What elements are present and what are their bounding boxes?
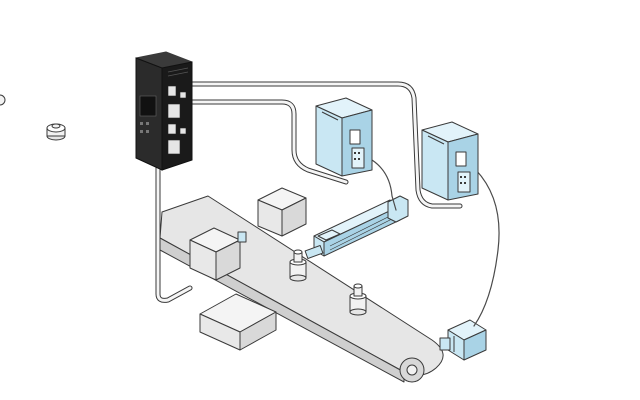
servo-controller	[135, 51, 193, 171]
conveyor-motor	[439, 319, 487, 361]
motor-driver-right	[421, 121, 479, 201]
controller-to-drivers-cables	[155, 81, 463, 303]
small-part-left	[46, 123, 66, 141]
cylinder-part-2	[349, 283, 367, 316]
package-box-floor	[199, 293, 277, 351]
workpiece-box-on-belt	[189, 227, 247, 281]
cylinder-part-1	[289, 249, 307, 282]
driver-signal-cables	[371, 159, 500, 327]
linear-actuator	[304, 195, 409, 259]
motor-driver-left	[315, 97, 373, 177]
workpiece-box-top	[257, 187, 307, 237]
small-part-edge	[0, 94, 6, 106]
